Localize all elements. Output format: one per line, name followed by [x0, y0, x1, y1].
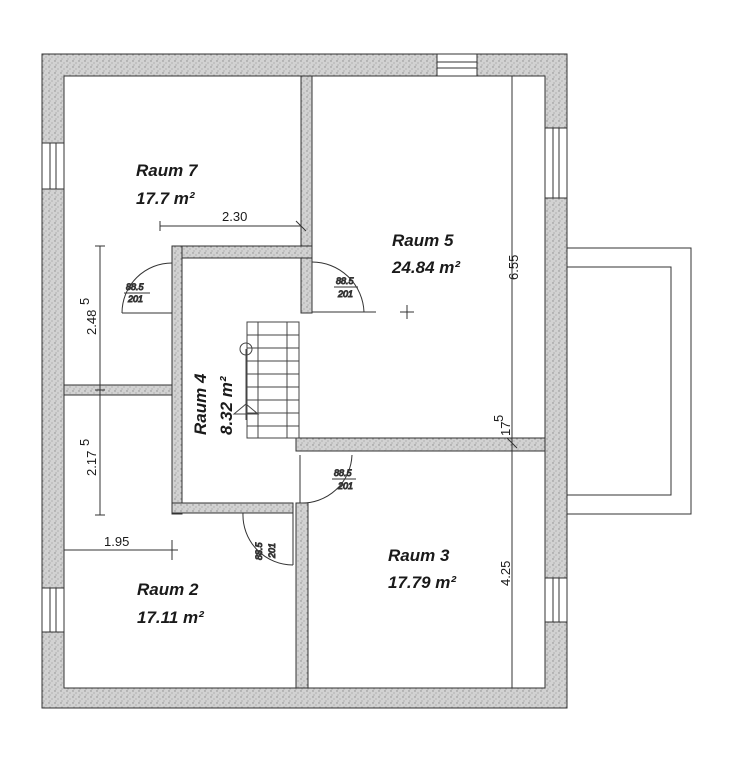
window-left-top: [41, 142, 65, 190]
door-raum3-height: 201: [337, 481, 353, 491]
dim-217-sup: 5: [77, 439, 92, 446]
dim-655: 6.55: [506, 255, 521, 280]
dim-248: 2.48: [84, 310, 99, 335]
dimension-lines: [64, 76, 518, 688]
window-right-bottom: [544, 577, 568, 623]
door-raum5-width: 88.5: [336, 276, 355, 286]
window-left-bottom: [41, 587, 65, 633]
door-raum3-width: 88.5: [334, 468, 353, 478]
dim-425: 4.25: [498, 561, 513, 586]
door-raum7: 88.5 201: [121, 262, 173, 314]
dim-217: 2.17: [84, 451, 99, 476]
dim-230: 2.30: [222, 209, 247, 224]
door-raum7-height: 201: [127, 294, 143, 304]
door-raum3: 88.5 201: [299, 454, 356, 504]
raum3-name: Raum 3: [388, 546, 450, 565]
dim-248-sup: 5: [77, 298, 92, 305]
dim-175-sup: 5: [491, 415, 506, 422]
window-top: [436, 53, 478, 77]
window-right-top: [544, 127, 568, 199]
dim-195: 1.95: [104, 534, 129, 549]
raum5-area: 24.84 m²: [391, 258, 461, 277]
raum3-area: 17.79 m²: [388, 573, 457, 592]
raum4-name: Raum 4: [191, 373, 210, 435]
raum2-name: Raum 2: [137, 580, 199, 599]
raum5-name: Raum 5: [392, 231, 454, 250]
balcony: [566, 247, 692, 515]
door-raum5: 88.5 201: [311, 261, 376, 313]
raum4-area: 8.32 m²: [217, 375, 236, 435]
outer-walls: [41, 53, 568, 709]
door-raum2-height: 201: [267, 543, 277, 559]
door-raum2: 88.5 201: [242, 512, 294, 566]
raum7-area: 17.7 m²: [136, 189, 196, 208]
door-raum5-height: 201: [337, 289, 353, 299]
raum7-name: Raum 7: [136, 161, 199, 180]
staircase: [232, 321, 300, 439]
raum2-area: 17.11 m²: [137, 608, 205, 627]
dim-175: 17: [498, 422, 513, 436]
door-raum2-width: 88.5: [254, 541, 264, 560]
interior-walls: [63, 75, 546, 689]
door-raum7-width: 88.5: [126, 282, 145, 292]
